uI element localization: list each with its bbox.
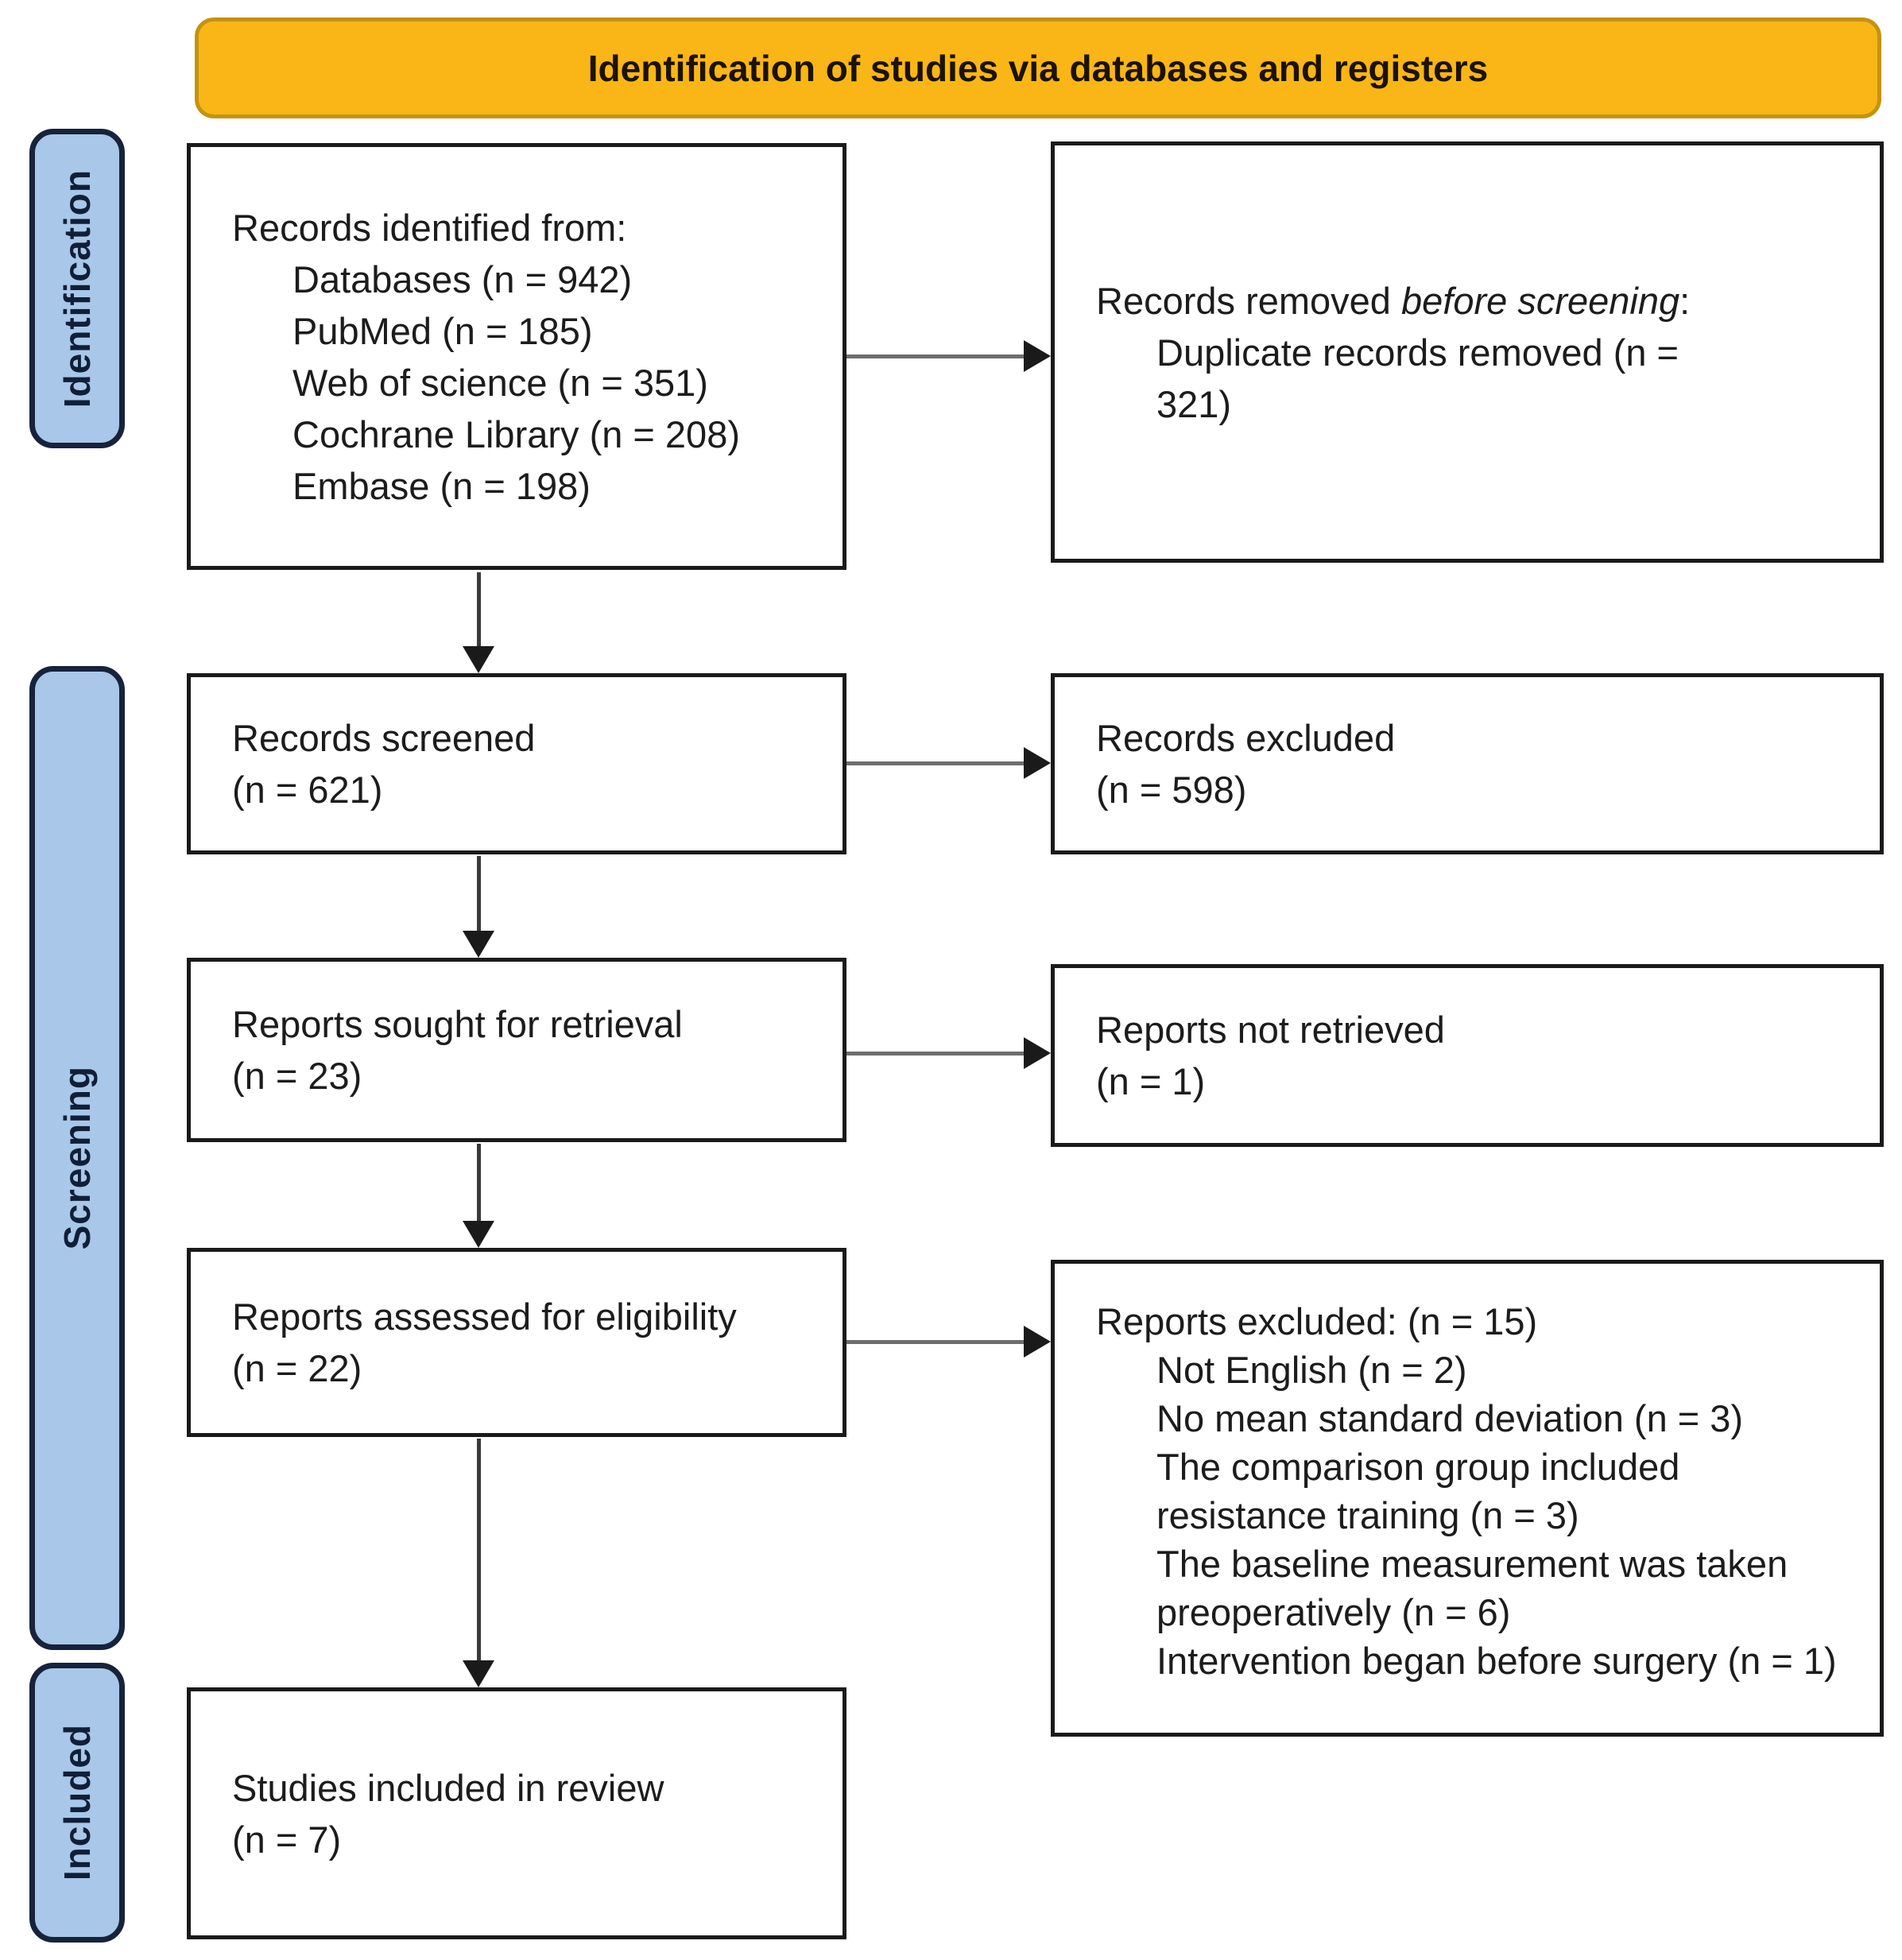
arrowhead-down-icon — [463, 646, 494, 673]
arrow-screened-to-excluded — [846, 747, 1051, 779]
records-removed-heading: Records removed before screening: — [1096, 275, 1851, 327]
records-screened-count: (n = 621) — [232, 769, 383, 811]
arrow-sought-to-assessed — [463, 1144, 494, 1248]
arrow-shaft — [477, 1144, 481, 1224]
sidebar-stage-screening: Screening — [29, 666, 125, 1650]
arrow-identified-to-removed — [846, 340, 1051, 372]
reports-excluded-item-comparison-group: The comparison group included resistance… — [1156, 1446, 1680, 1536]
sidebar-stage-identification: Identification — [29, 129, 125, 448]
arrowhead-right-icon — [1024, 340, 1051, 372]
diagram-title-banner: Identification of studies via databases … — [195, 17, 1881, 118]
arrow-shaft — [846, 1052, 1027, 1056]
sidebar-label-screening: Screening — [56, 1066, 98, 1250]
records-identified-heading: Records identified from: — [232, 206, 627, 249]
reports-assessed-label: Reports assessed for eligibility — [232, 1296, 737, 1338]
reports-not-retrieved-label: Reports not retrieved — [1096, 1009, 1445, 1051]
records-excluded-label: Records excluded — [1096, 717, 1396, 759]
studies-included-count: (n = 7) — [232, 1818, 342, 1861]
reports-excluded-item-not-english: Not English (n = 2) — [1156, 1349, 1467, 1391]
records-removed-item-duplicates: Duplicate records removed (n = 321) — [1156, 331, 1679, 425]
reports-excluded-item-no-mean-sd: No mean standard deviation (n = 3) — [1156, 1397, 1744, 1439]
records-excluded-count: (n = 598) — [1096, 769, 1247, 811]
reports-assessed-box: Reports assessed for eligibility (n = 22… — [187, 1248, 846, 1437]
arrow-sought-to-not-retrieved — [846, 1037, 1051, 1069]
arrowhead-down-icon — [463, 1221, 494, 1248]
studies-included-box: Studies included in review (n = 7) — [187, 1687, 846, 1939]
diagram-title: Identification of studies via databases … — [587, 47, 1489, 89]
records-screened-label: Records screened — [232, 717, 536, 759]
records-identified-box: Records identified from: Databases (n = … — [187, 143, 846, 570]
arrowhead-right-icon — [1024, 747, 1051, 779]
reports-not-retrieved-count: (n = 1) — [1096, 1060, 1206, 1102]
arrow-shaft — [846, 354, 1027, 358]
arrowhead-down-icon — [463, 1660, 494, 1687]
arrow-screened-to-sought — [463, 856, 494, 958]
records-removed-box: Records removed before screening: Duplic… — [1051, 141, 1884, 563]
records-identified-item-cochrane: Cochrane Library (n = 208) — [292, 413, 740, 455]
reports-not-retrieved-box: Reports not retrieved (n = 1) — [1051, 964, 1884, 1147]
records-removed-heading-suffix: : — [1679, 279, 1691, 322]
arrowhead-down-icon — [463, 931, 494, 958]
records-identified-item-web-of-science: Web of science (n = 351) — [292, 361, 708, 404]
reports-excluded-box: Reports excluded: (n = 15) Not English (… — [1051, 1260, 1884, 1737]
records-excluded-box: Records excluded (n = 598) — [1051, 673, 1884, 854]
reports-assessed-count: (n = 22) — [232, 1347, 362, 1389]
sidebar-label-included: Included — [56, 1724, 98, 1881]
sidebar-stage-included: Included — [29, 1663, 125, 1943]
records-removed-heading-italic: before screening — [1401, 279, 1680, 322]
arrow-assessed-to-included — [463, 1439, 494, 1687]
records-identified-item-embase: Embase (n = 198) — [292, 464, 591, 507]
arrow-shaft — [477, 572, 481, 649]
reports-sought-count: (n = 23) — [232, 1055, 362, 1097]
arrow-shaft — [846, 761, 1027, 765]
arrow-assessed-to-reports-excluded — [846, 1326, 1051, 1358]
studies-included-label: Studies included in review — [232, 1766, 664, 1809]
records-removed-heading-prefix: Records removed — [1096, 279, 1401, 322]
reports-excluded-item-intervention-before-surgery: Intervention began before surgery (n = 1… — [1156, 1640, 1837, 1682]
records-identified-item-pubmed: PubMed (n = 185) — [292, 309, 593, 352]
arrow-identified-to-screened — [463, 572, 494, 673]
reports-sought-label: Reports sought for retrieval — [232, 1003, 683, 1045]
arrowhead-right-icon — [1024, 1037, 1051, 1069]
reports-sought-box: Reports sought for retrieval (n = 23) — [187, 958, 846, 1142]
arrow-shaft — [477, 856, 481, 934]
reports-excluded-heading: Reports excluded: (n = 15) — [1096, 1300, 1538, 1342]
arrowhead-right-icon — [1024, 1326, 1051, 1358]
reports-excluded-item-baseline-preop: The baseline measurement was taken preop… — [1156, 1543, 1788, 1633]
arrow-shaft — [477, 1439, 481, 1664]
arrow-shaft — [846, 1340, 1027, 1344]
sidebar-label-identification: Identification — [56, 168, 98, 409]
records-screened-box: Records screened (n = 621) — [187, 673, 846, 854]
records-identified-item-databases: Databases (n = 942) — [292, 258, 633, 300]
